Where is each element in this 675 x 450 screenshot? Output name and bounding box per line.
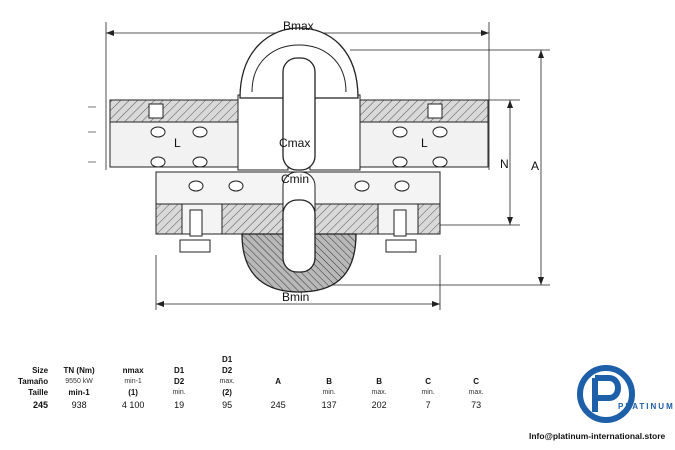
label-n: N <box>500 157 509 171</box>
bottom-bolts <box>179 209 417 253</box>
col-dmax-3: max. <box>219 378 235 385</box>
col-bmax-2: max. <box>371 389 387 396</box>
platinum-logo-icon <box>577 365 635 423</box>
col-size-3: Taille <box>28 388 49 397</box>
table-row: 245 938 4 100 19 95 245 137 202 7 73 <box>18 398 500 411</box>
cell-size: 245 <box>33 400 49 410</box>
coupling-drawing: Bmax Cmax Cmin Bmin L L N A <box>88 19 550 310</box>
col-dmax-4: (2) <box>222 388 232 397</box>
col-dmax-1: D1 <box>221 355 233 364</box>
col-a: A <box>275 377 281 386</box>
col-nmax-2: min-1 <box>124 378 142 385</box>
spec-table: Size Tamaño Taille TN (Nm) 9550 kW min-1… <box>18 354 500 411</box>
col-size-1: Size <box>32 366 49 375</box>
col-cmax-1: C <box>473 377 479 386</box>
col-bmax-1: B <box>376 377 382 386</box>
col-cmin-2: min. <box>421 389 435 396</box>
top-bolts <box>148 103 443 119</box>
col-bmin-2: min. <box>322 389 336 396</box>
label-l-left: L <box>174 136 181 150</box>
col-cmax-2: max. <box>468 389 484 396</box>
col-tn-2: 9550 kW <box>65 378 93 385</box>
brand-name: PLATINUM <box>618 402 675 411</box>
label-bmax: Bmax <box>283 19 314 33</box>
upper-hub-left <box>109 94 289 171</box>
col-nmax-3: (1) <box>128 388 138 397</box>
cell-bmax: 202 <box>371 400 387 410</box>
col-dmin-1: D1 <box>173 366 185 375</box>
cell-a: 245 <box>270 400 286 410</box>
col-dmax-2: D2 <box>221 366 233 375</box>
col-tn-3: min-1 <box>68 388 90 397</box>
arrowheads <box>106 30 544 307</box>
col-dmin-2: D2 <box>173 377 185 386</box>
label-cmax: Cmax <box>279 136 310 150</box>
upper-holes <box>150 126 448 168</box>
left-ticks <box>88 106 96 163</box>
cell-dmax: 95 <box>222 400 233 410</box>
cell-tn: 938 <box>71 400 87 410</box>
label-a: A <box>531 159 539 173</box>
label-cmin: Cmin <box>281 172 309 186</box>
label-l-right: L <box>421 136 428 150</box>
upper-hub-right <box>309 94 489 171</box>
col-cmin-1: C <box>425 377 431 386</box>
col-nmax-1: nmax <box>122 366 144 375</box>
label-bmin: Bmin <box>282 290 309 304</box>
col-size-2: Tamaño <box>18 377 49 386</box>
col-tn-1: TN (Nm) <box>63 366 95 375</box>
contact-email: Info@platinum-international.store <box>529 431 666 441</box>
cell-nmax: 4 100 <box>121 400 145 410</box>
lower-holes <box>188 180 410 192</box>
cell-cmin: 7 <box>425 400 431 410</box>
cell-bmin: 137 <box>321 400 337 410</box>
cell-dmin: 19 <box>174 400 185 410</box>
cell-cmax: 73 <box>471 400 482 410</box>
col-dmin-3: min. <box>172 389 186 396</box>
col-bmin-1: B <box>326 377 332 386</box>
